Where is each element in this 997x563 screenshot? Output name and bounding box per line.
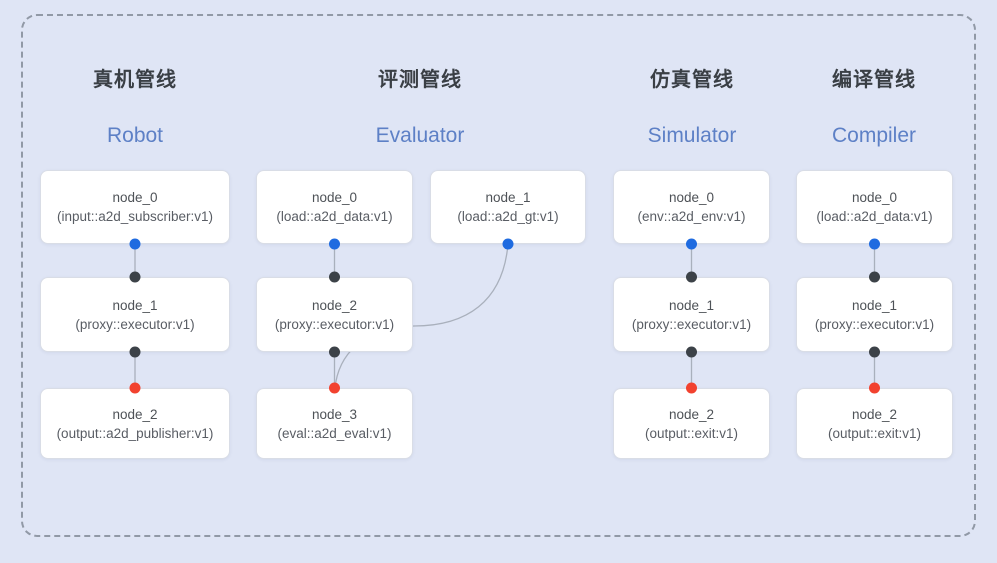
compiler-node2-input-port <box>869 382 880 394</box>
simulator-title-en: Simulator <box>647 124 737 147</box>
node-title: node_1 <box>485 190 531 205</box>
compiler-node1-output-port <box>869 346 880 358</box>
node-title: node_2 <box>668 406 715 422</box>
node-subtitle: (load::a2d_data:v1) <box>816 209 933 224</box>
compiler-title-en: Compiler <box>831 124 917 147</box>
evaluator-node0-output-port <box>329 238 340 250</box>
evaluator-node2-output-port <box>329 346 340 358</box>
evaluator-node3-input-port <box>329 382 340 394</box>
node-subtitle: (output::exit:v1) <box>827 425 922 441</box>
evaluator-title-zh: 评测管线 <box>378 69 462 91</box>
robot-node-0: node_0 (input::a2d_subscriber:v1) <box>40 170 230 244</box>
simulator-node-2: node_2 (output::exit:v1) <box>613 388 770 459</box>
evaluator-node-2: node_2 (proxy::executor:v1) <box>256 277 413 352</box>
node-title: node_1 <box>668 297 715 313</box>
node-subtitle: (input::a2d_subscriber:v1) <box>56 209 214 224</box>
node-subtitle: (load::a2d_data:v1) <box>276 209 393 224</box>
evaluator-node2-input-port <box>329 271 340 283</box>
robot-title-zh: 真机管线 <box>93 69 177 91</box>
robot-node1-output-port <box>129 346 141 358</box>
robot-node0-output-port <box>129 238 141 250</box>
simulator-title-zh: 仿真管线 <box>650 69 734 91</box>
edge-evaluator-n1-n3 <box>334 243 509 385</box>
compiler-node-2: node_2 (output::exit:v1) <box>796 388 953 459</box>
compiler-node0-output-port <box>869 238 880 250</box>
node-subtitle: (proxy::executor:v1) <box>631 316 752 332</box>
node-title: node_2 <box>851 406 898 422</box>
node-title: node_3 <box>311 406 358 422</box>
robot-node2-input-port <box>129 382 141 394</box>
node-title: node_2 <box>112 406 158 422</box>
node-title: node_0 <box>851 190 898 205</box>
node-subtitle: (load::a2d_gt:v1) <box>457 209 559 224</box>
node-subtitle: (output::a2d_publisher:v1) <box>56 425 214 441</box>
node-subtitle: (eval::a2d_eval:v1) <box>277 425 392 441</box>
node-subtitle: (env::a2d_env:v1) <box>637 209 746 224</box>
node-title: node_0 <box>668 190 715 205</box>
simulator-node-1: node_1 (proxy::executor:v1) <box>613 277 770 352</box>
robot-title-en: Robot <box>106 124 164 147</box>
node-title: node_1 <box>112 297 158 313</box>
evaluator-node-3: node_3 (eval::a2d_eval:v1) <box>256 388 413 459</box>
compiler-node1-input-port <box>869 271 880 283</box>
node-title: node_1 <box>851 297 898 313</box>
simulator-node2-input-port <box>686 382 697 394</box>
simulator-node1-input-port <box>686 271 697 283</box>
node-subtitle: (proxy::executor:v1) <box>814 316 935 332</box>
compiler-node-0: node_0 (load::a2d_data:v1) <box>796 170 953 244</box>
node-subtitle: (proxy::executor:v1) <box>274 316 395 332</box>
node-title: node_0 <box>112 190 158 205</box>
node-title: node_2 <box>311 297 358 313</box>
robot-node-1: node_1 (proxy::executor:v1) <box>40 277 230 352</box>
node-subtitle: (proxy::executor:v1) <box>75 316 195 332</box>
node-title: node_0 <box>311 190 358 205</box>
evaluator-node1-output-port <box>502 238 514 250</box>
robot-node1-input-port <box>129 271 141 283</box>
evaluator-title-en: Evaluator <box>375 124 465 147</box>
simulator-node1-output-port <box>686 346 697 358</box>
node-subtitle: (output::exit:v1) <box>644 425 739 441</box>
dashed-group-frame <box>21 14 976 537</box>
simulator-node-0: node_0 (env::a2d_env:v1) <box>613 170 770 244</box>
simulator-node0-output-port <box>686 238 697 250</box>
evaluator-node-1: node_1 (load::a2d_gt:v1) <box>430 170 586 244</box>
compiler-title-zh: 编译管线 <box>832 69 916 91</box>
robot-node-2: node_2 (output::a2d_publisher:v1) <box>40 388 230 459</box>
